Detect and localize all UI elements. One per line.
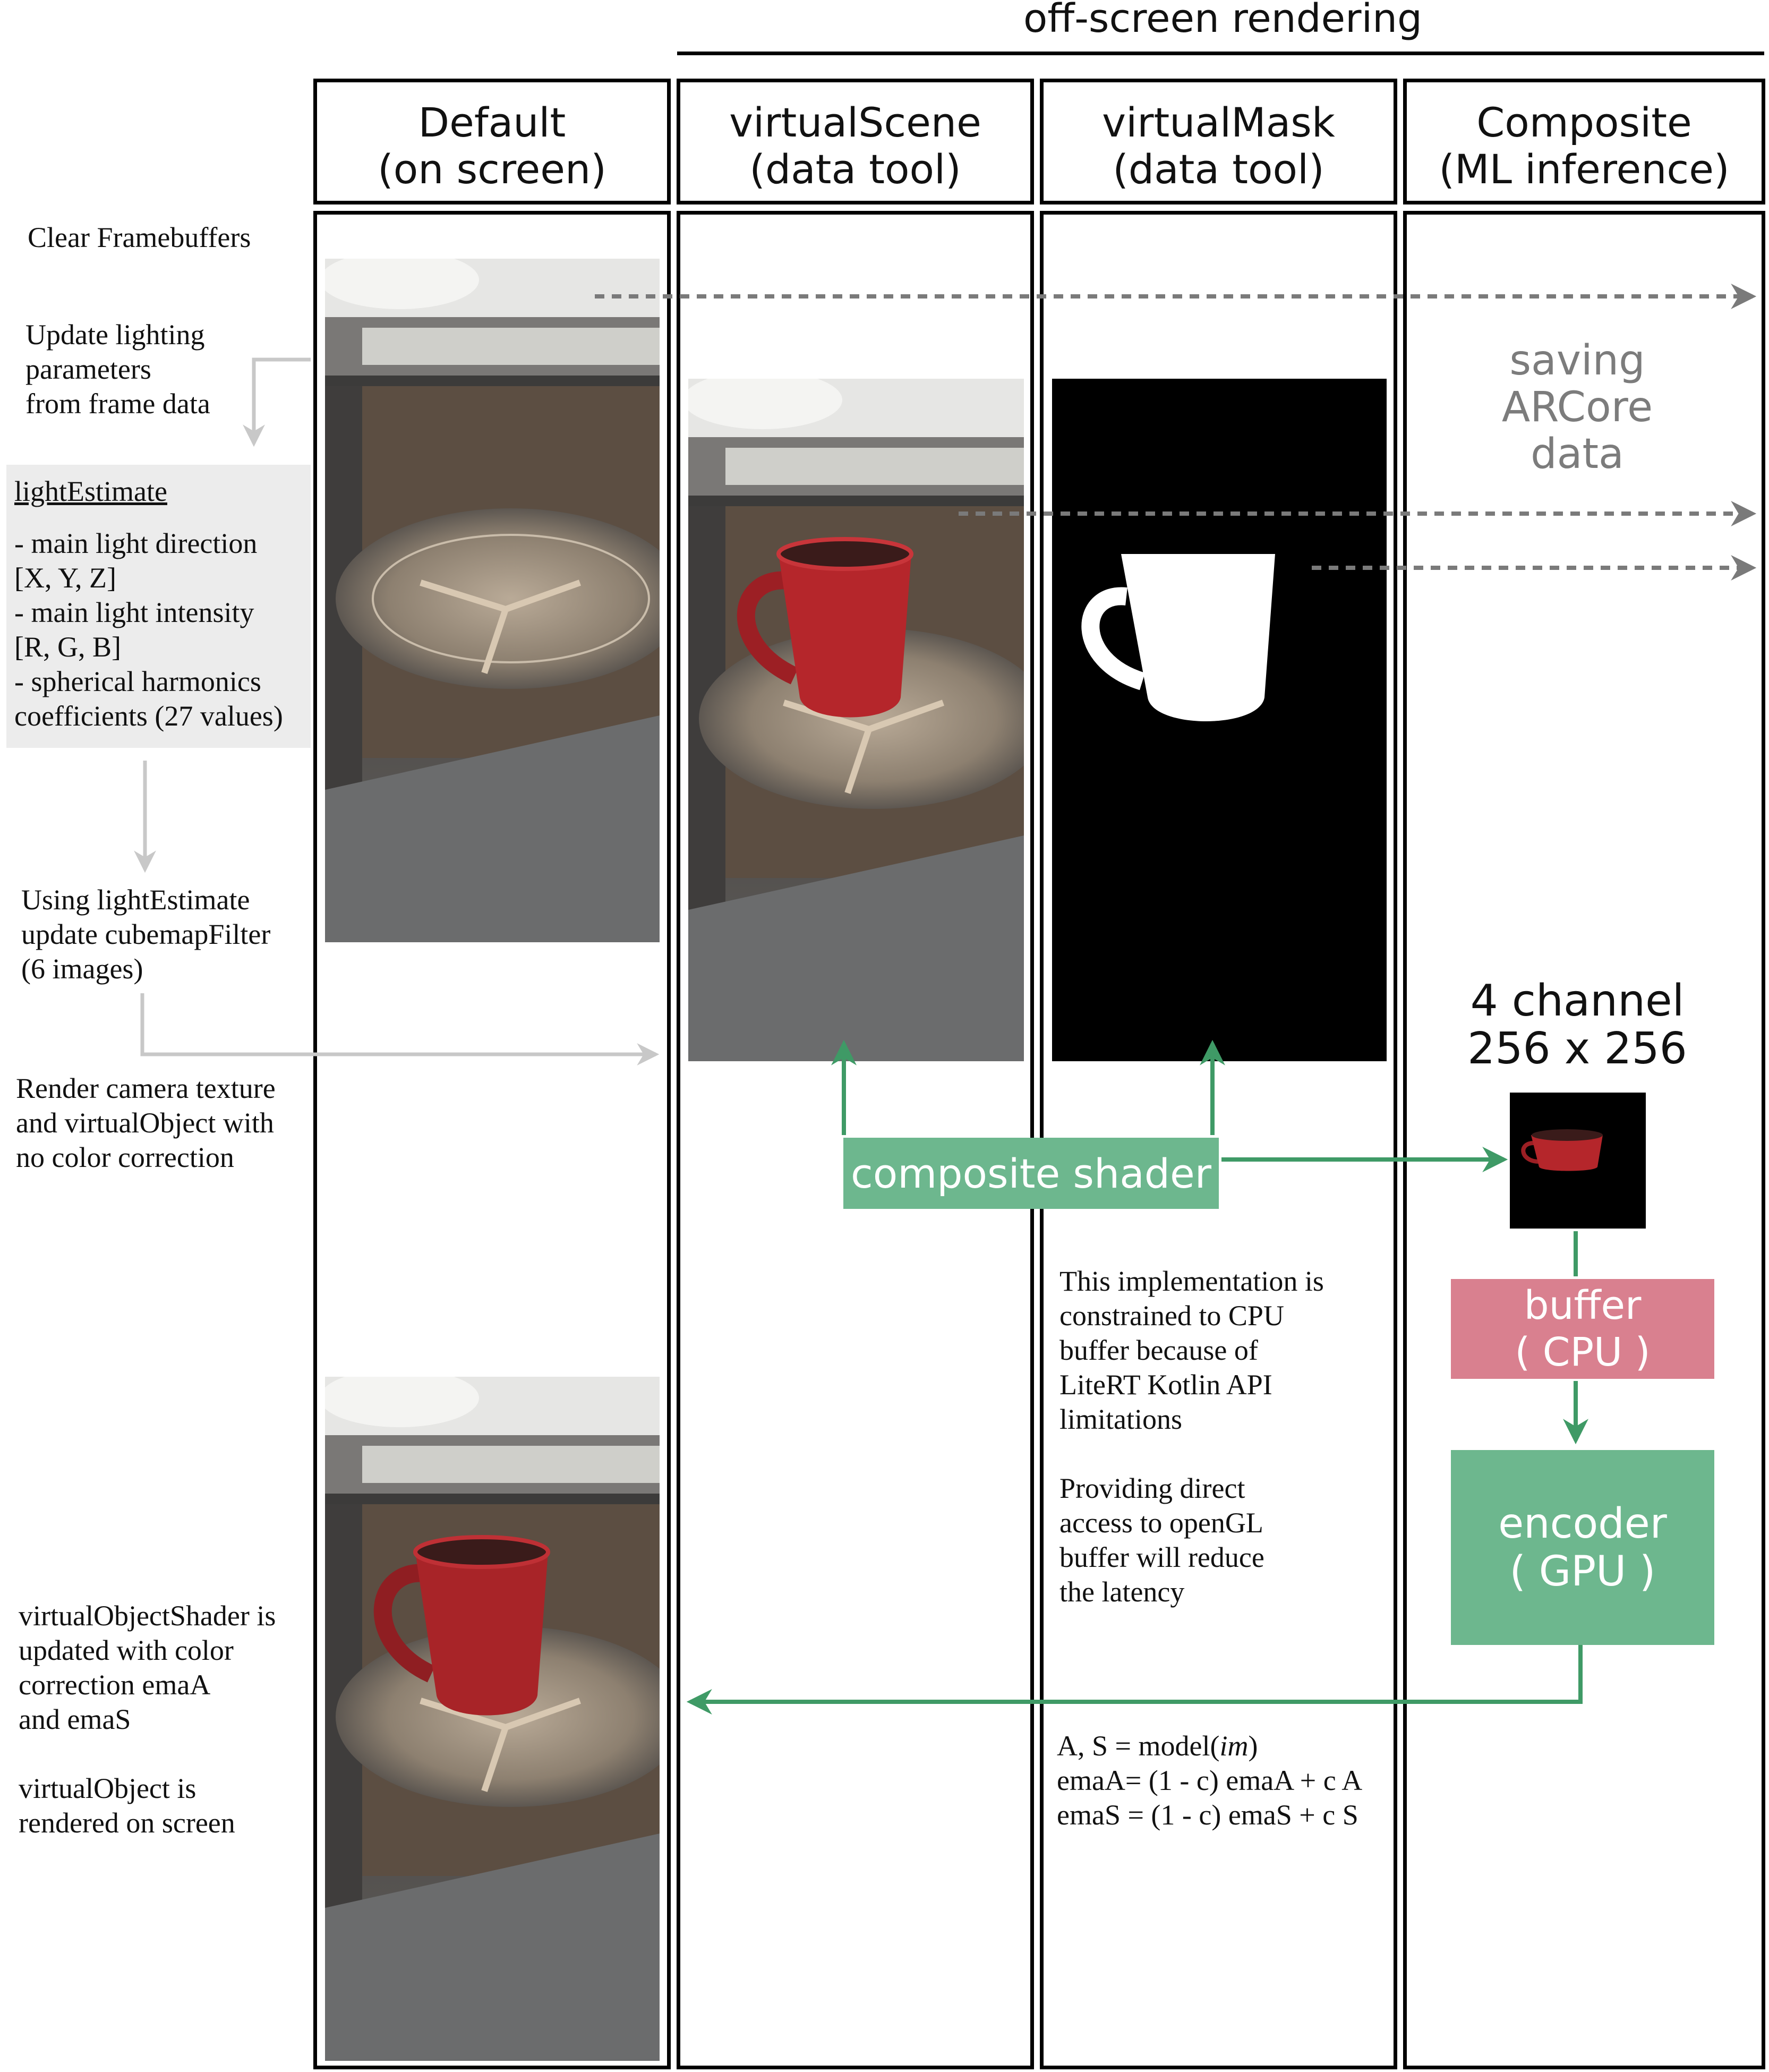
step-update-cubemap: Using lightEstimate update cubemapFilter… — [21, 884, 271, 985]
column-title-virtualmask: virtualMask (data tool) — [1102, 99, 1335, 193]
offscreen-rendering-label: off-screen rendering — [1023, 0, 1423, 41]
virtual-mask-image — [1052, 379, 1387, 1061]
arrow-update-lighting — [243, 357, 311, 447]
light-estimate-panel — [6, 465, 311, 748]
offscreen-underline — [677, 52, 1764, 55]
step-render-camera: Render camera texture and virtualObject … — [16, 1072, 276, 1173]
cpu-buffer-note: This implementation is constrained to CP… — [1059, 1265, 1324, 1608]
header-box-default — [313, 79, 671, 204]
column-default — [313, 211, 671, 2069]
column-title-default: Default (on screen) — [378, 99, 606, 193]
header-box-composite — [1403, 79, 1765, 204]
light-estimate-items: - main light direction [X, Y, Z] - main … — [14, 527, 283, 732]
composite-shader-box: composite shader — [843, 1138, 1219, 1209]
camera-frame-photo — [325, 259, 660, 942]
header-box-virtualmask — [1040, 79, 1397, 204]
equation-line-3: emaS = (1 - c) emaS + c S — [1057, 1799, 1358, 1831]
header-box-virtualscene — [677, 79, 1034, 204]
encoder-gpu-box: encoder ( GPU ) — [1451, 1450, 1714, 1645]
light-estimate-title: lightEstimate — [14, 475, 167, 507]
rendered-onscreen-photo — [325, 1377, 660, 2061]
model-equations: A, S = model(im) emaA= (1 - c) emaA + c … — [1057, 1729, 1362, 1832]
step-update-lighting: Update lighting parameters from frame da… — [25, 319, 210, 420]
step-shader-update: virtualObjectShader is updated with colo… — [19, 1600, 276, 1839]
column-title-composite: Composite (ML inference) — [1439, 99, 1730, 193]
composite-thumbnail — [1510, 1093, 1646, 1229]
equation-line-1: A, S = model(im) — [1057, 1730, 1258, 1762]
column-composite — [1403, 211, 1765, 2069]
virtual-scene-photo — [688, 379, 1024, 1061]
channel-size-label: 4 channel 256 x 256 — [1467, 976, 1687, 1074]
buffer-cpu-box: buffer ( CPU ) — [1451, 1279, 1714, 1379]
equation-line-2: emaA= (1 - c) emaA + c A — [1057, 1764, 1363, 1796]
saving-arcore-data-label: saving ARCore data — [1501, 337, 1653, 478]
step-clear-framebuffers: Clear Framebuffers — [28, 221, 251, 253]
column-title-virtualscene: virtualScene (data tool) — [729, 99, 981, 193]
